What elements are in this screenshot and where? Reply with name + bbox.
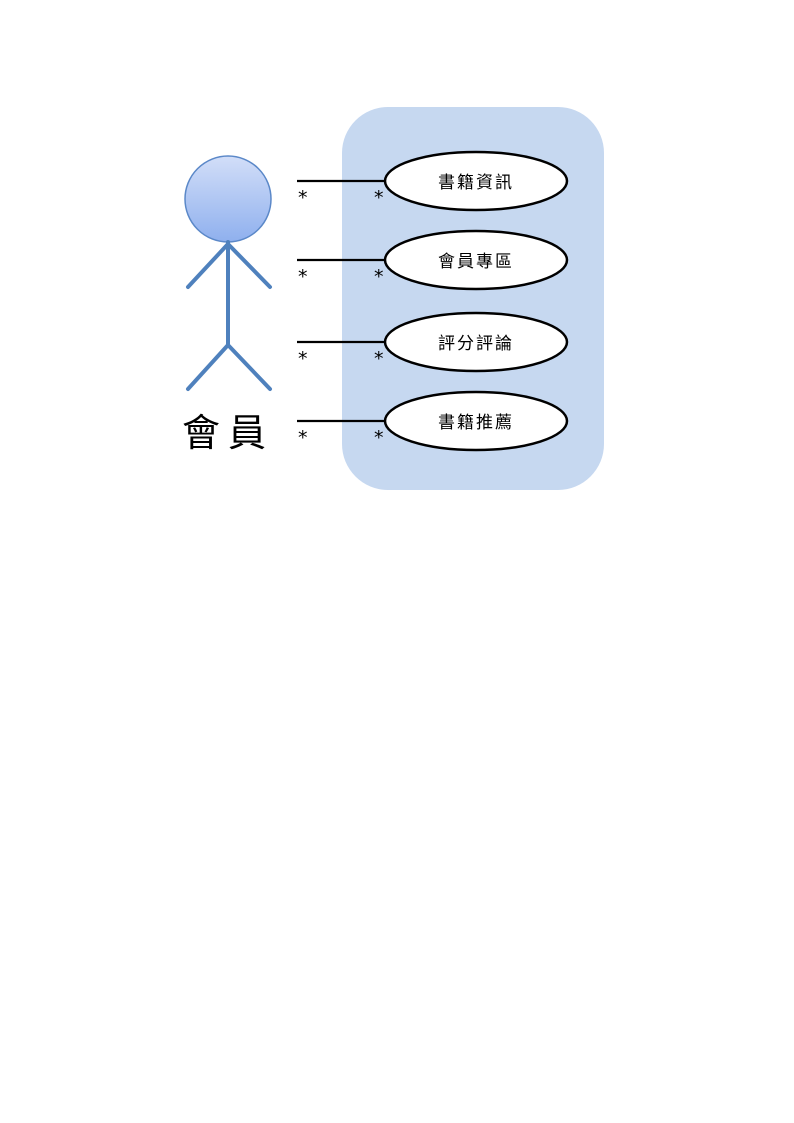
multiplicity-actor-end: *: [298, 427, 308, 449]
multiplicity-usecase-end: *: [374, 187, 384, 209]
use-case-ellipse[interactable]: [383, 311, 569, 373]
use-case-ellipse[interactable]: [383, 390, 569, 452]
use-case-ellipse[interactable]: [383, 150, 569, 212]
actor-figure: [184, 155, 272, 391]
multiplicity-actor-end: *: [298, 187, 308, 209]
multiplicity-usecase-end: *: [374, 427, 384, 449]
use-case-row: * * 會員專區: [297, 229, 569, 291]
use-case-ellipse[interactable]: [383, 229, 569, 291]
actor-head: [184, 155, 272, 243]
use-case-label: 書籍資訊: [438, 173, 514, 193]
actor-label: 會員: [182, 411, 274, 455]
use-case-label: 會員專區: [438, 252, 514, 272]
actor-body: [186, 240, 272, 391]
multiplicity-usecase-end: *: [374, 348, 384, 370]
multiplicity-actor-end: *: [298, 266, 308, 288]
use-case-row: * * 書籍推薦: [297, 390, 569, 452]
use-case-label: 書籍推薦: [438, 413, 514, 433]
multiplicity-usecase-end: *: [374, 266, 384, 288]
use-case-label: 評分評論: [438, 334, 514, 354]
use-case-row: * * 評分評論: [297, 311, 569, 373]
use-case-row: * * 書籍資訊: [297, 150, 569, 212]
multiplicity-actor-end: *: [298, 348, 308, 370]
